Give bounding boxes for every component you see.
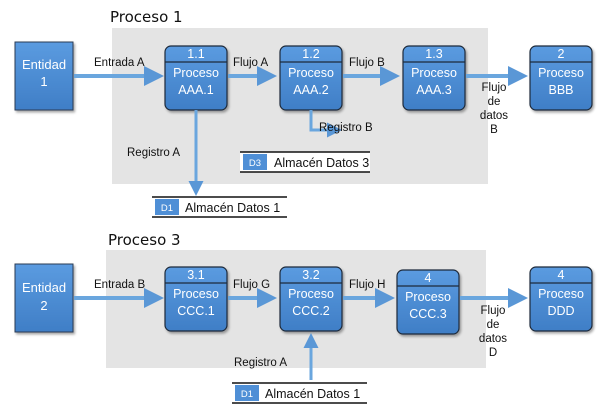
process-code: AAA.1: [178, 83, 213, 97]
flow-label: Flujo: [482, 82, 507, 94]
external-entity: [14, 41, 74, 111]
process-box: [529, 266, 593, 332]
process-box: [279, 266, 343, 332]
flow-label: de: [487, 319, 500, 331]
process-name: Proceso: [173, 287, 219, 301]
flow-label: datos: [479, 333, 507, 345]
datastore-id: D1: [241, 389, 253, 400]
datastore-id: D3: [249, 158, 261, 169]
process-id: 1.3: [425, 47, 442, 61]
process-name: Proceso: [538, 287, 584, 301]
process-name: Proceso: [288, 66, 334, 80]
process-code: AAA.2: [293, 83, 328, 97]
process-name: Proceso: [288, 287, 334, 301]
process-name: Proceso: [411, 66, 457, 80]
group-title: Proceso 3: [108, 231, 181, 249]
process-code: CCC.2: [292, 304, 330, 318]
process-id: 4: [425, 271, 432, 285]
flow-label: Entrada B: [94, 279, 145, 291]
entity-number: 2: [40, 298, 47, 313]
flow-label: Registro A: [234, 357, 287, 369]
flow-label: Flujo H: [349, 279, 385, 291]
process-box: [396, 269, 460, 335]
flow-label: B: [490, 124, 498, 136]
process-name: Proceso: [405, 290, 451, 304]
process-code: BBB: [548, 83, 573, 97]
datastore-name: Almacén Datos 3: [274, 156, 369, 170]
process-box: [164, 266, 228, 332]
flow-label: Flujo G: [233, 279, 270, 291]
datastore: [232, 382, 367, 404]
flow-label: Flujo B: [349, 57, 385, 69]
datastore-id: D1: [161, 203, 173, 214]
process-id: 1.2: [302, 47, 319, 61]
datastore-name: Almacén Datos 1: [265, 387, 360, 401]
flow-label: Registro A: [127, 147, 180, 159]
process-id: 1.1: [187, 47, 204, 61]
flow-label: Registro B: [319, 122, 373, 134]
entity-number: 1: [40, 74, 47, 89]
external-entity: [14, 263, 74, 333]
entity-label: Entidad: [22, 57, 66, 72]
process-id: 4: [558, 268, 565, 282]
process-id: 2: [558, 47, 565, 61]
flow-label: datos: [480, 110, 508, 122]
datastore-name: Almacén Datos 1: [185, 201, 280, 215]
process-id: 3.2: [302, 268, 319, 282]
flow-label: Flujo A: [233, 57, 268, 69]
process-box: [402, 45, 466, 111]
process-code: AAA.3: [416, 83, 451, 97]
datastore: [240, 151, 370, 173]
process-code: CCC.1: [177, 304, 215, 318]
group-title: Proceso 1: [110, 8, 183, 26]
process-code: CCC.3: [409, 307, 447, 321]
process-code: DDD: [547, 304, 574, 318]
process-box: [529, 45, 593, 111]
flow-arrow: [309, 110, 342, 138]
flow-label: D: [489, 347, 497, 359]
process-id: 3.1: [187, 268, 204, 282]
process-name: Proceso: [173, 66, 219, 80]
flow-label: de: [488, 96, 501, 108]
process-name: Proceso: [538, 66, 584, 80]
datastore: [152, 196, 287, 218]
entity-label: Entidad: [22, 280, 66, 295]
flow-label: Flujo: [481, 305, 506, 317]
flow-label: Entrada A: [94, 57, 145, 69]
